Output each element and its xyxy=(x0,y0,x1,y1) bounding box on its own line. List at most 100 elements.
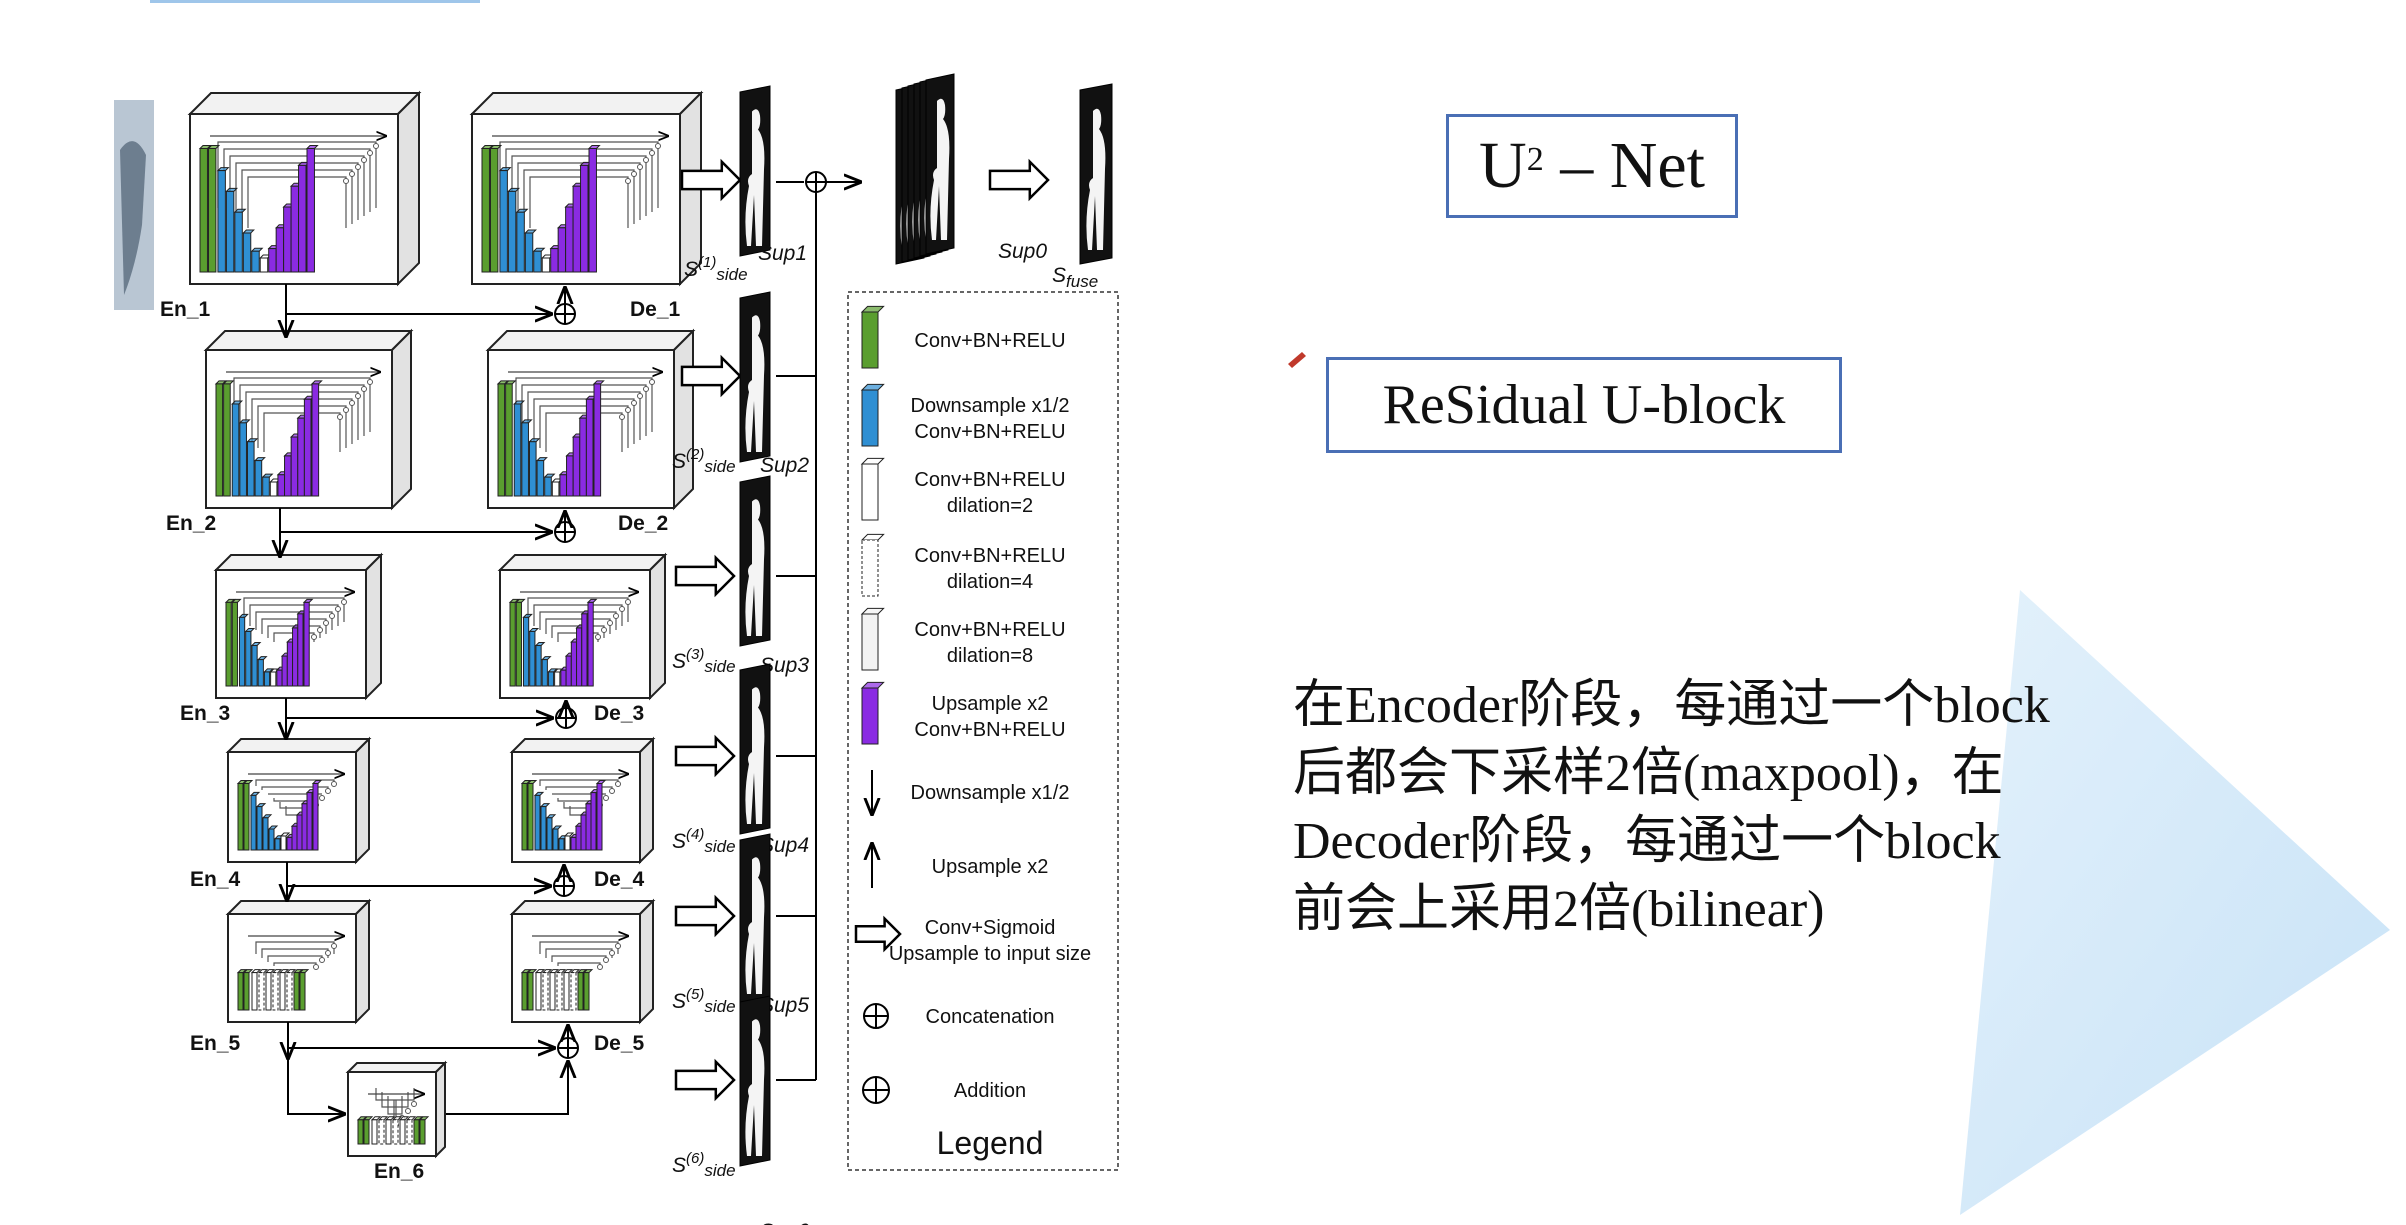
decoder-5-side xyxy=(639,898,654,1025)
encoder-6-bar-dilation xyxy=(371,1119,378,1145)
encoder-2-skip-node xyxy=(337,414,343,420)
side-output-mask-silhouette xyxy=(745,857,765,994)
encoder-2-skip xyxy=(263,412,341,452)
encoder-label: En_6 xyxy=(374,1160,424,1183)
legend-label: Conv+BN+RELU xyxy=(914,619,1065,641)
legend-box xyxy=(847,291,1119,1171)
decoder-1-skip xyxy=(517,162,641,220)
encoder-6-bar-green xyxy=(419,1119,426,1145)
encoder-4-bar-blue xyxy=(256,806,263,851)
decoder-label: De_2 xyxy=(618,512,668,535)
encoder-5-skip-node xyxy=(331,943,337,949)
decoder-1-skip xyxy=(511,155,647,216)
encoder-5-bar-dilation xyxy=(279,972,286,1011)
legend-icon xyxy=(861,687,879,745)
side-output-mask-silhouette xyxy=(745,499,765,636)
encoder-5-bar-green xyxy=(237,972,244,1011)
decoder-2-bar-blue xyxy=(528,441,537,497)
encoder-6-skip-node xyxy=(411,1101,417,1107)
encoder-3-bar-purple xyxy=(286,641,294,687)
decoder-2-bar-purple xyxy=(593,383,602,497)
encoder-6-skip-node xyxy=(405,1108,411,1114)
encoder-6-bar-dilation xyxy=(399,1119,406,1145)
encoder-1-bar-blue xyxy=(225,190,235,273)
decoder-2-bar-green xyxy=(505,383,513,497)
encoder-3-bar-blue xyxy=(263,671,271,687)
decoder-3-bar-purple xyxy=(581,613,588,687)
decoder-4-bar-blue xyxy=(540,806,547,851)
description-line: 后都会下采样2倍(maxpool)，在 xyxy=(1293,745,2004,802)
decoder-2-skip-node xyxy=(631,400,637,406)
decoder-5-bar-dilation xyxy=(563,972,570,1011)
decoder-2-bar-purple xyxy=(566,455,574,497)
encoder-4-bar-purple xyxy=(286,836,293,851)
legend-label: Addition xyxy=(954,1080,1026,1102)
encoder-1-side xyxy=(397,90,420,287)
encoder-2-bar-purple xyxy=(303,398,312,497)
decoder-5-bar-green xyxy=(583,972,590,1011)
decoder-3-bar-blue xyxy=(547,671,555,687)
decoder-1-skip xyxy=(529,176,629,228)
decoder-4-bar-blue xyxy=(558,838,565,851)
encoder-5-bar-green xyxy=(293,972,300,1011)
decoder-3-bar-blue xyxy=(522,616,530,687)
encoder-3-bar-dilation xyxy=(270,671,277,687)
decoder-1-skip-node xyxy=(649,150,655,156)
encoder-2-bar-green xyxy=(223,383,231,497)
encoder-1-bar-purple xyxy=(298,164,307,273)
decoder-5-skip-node xyxy=(603,957,609,963)
decoder-4-bar-blue xyxy=(534,794,541,851)
description-line: 前会上采用2倍(bilinear) xyxy=(1293,881,1825,938)
decoder-4-bar-green xyxy=(521,783,528,851)
decoder-3-skip-node xyxy=(595,634,601,640)
sup-label: Sup4 xyxy=(760,834,809,857)
encoder-2-skip-node xyxy=(367,379,373,385)
encoder-label: En_1 xyxy=(160,298,211,321)
encoder-2-skip-node xyxy=(361,386,367,392)
encoder-1-bar-blue xyxy=(242,232,252,273)
sup0-label: Sup0 xyxy=(998,240,1047,263)
decoder-2-bar-purple xyxy=(559,474,568,497)
legend-label: Downsample x1/2 xyxy=(911,782,1070,804)
decoder-1-bar-blue xyxy=(516,211,525,273)
decoder-3-bar-purple xyxy=(576,627,583,687)
decoder-1-skip-node xyxy=(625,178,631,184)
decoder-4-top xyxy=(509,738,656,753)
title-base: U xyxy=(1479,129,1527,202)
encoder-1-skip xyxy=(229,155,365,216)
decoder-2-bar-dilation xyxy=(551,481,560,497)
encoder-1-bar-purple xyxy=(268,248,277,273)
encoder-4-skip-node xyxy=(325,788,331,794)
encoder-5-bar-green xyxy=(243,972,250,1011)
decoder-4-bar-purple xyxy=(575,825,582,851)
encoder-2-skip xyxy=(257,405,347,448)
decoder-5-bar-green xyxy=(521,972,528,1011)
encoder-3-bar-purple xyxy=(276,669,283,687)
decoder-1-bar-blue xyxy=(507,190,517,273)
legend-icon xyxy=(861,539,879,597)
decoder-3-skip-node xyxy=(613,613,619,619)
encoder-6-bar-dilation xyxy=(385,1119,392,1145)
encoder-2-skip-node xyxy=(349,400,355,406)
side-output-mask-silhouette xyxy=(745,315,765,452)
encoder-2-skip xyxy=(245,391,359,440)
decoder-3-bar-green xyxy=(515,601,522,687)
encoder-1-top xyxy=(187,92,422,115)
background-triangle xyxy=(1960,590,2390,1215)
encoder-6-bar-dilation xyxy=(406,1119,413,1145)
decoder-3-skip xyxy=(539,611,617,630)
decoder-3-skip-node xyxy=(625,599,631,605)
decoder-4-skip-node xyxy=(603,795,609,801)
encoder-3-skip xyxy=(243,597,345,622)
pen-cursor-icon xyxy=(1288,352,1306,368)
encoder-2-bar-blue xyxy=(239,422,247,497)
encoder-4-bar-green xyxy=(243,783,250,851)
decoder-1-bar-blue xyxy=(524,232,534,273)
encoder-5-skip-node xyxy=(313,964,319,970)
decoder-2-skip xyxy=(539,405,629,448)
encoder-6-bar-green xyxy=(363,1119,370,1145)
side-output-mask-silhouette xyxy=(745,109,765,246)
encoder-4-bar-purple xyxy=(306,792,313,851)
encoder-3-bar-green xyxy=(231,601,238,687)
